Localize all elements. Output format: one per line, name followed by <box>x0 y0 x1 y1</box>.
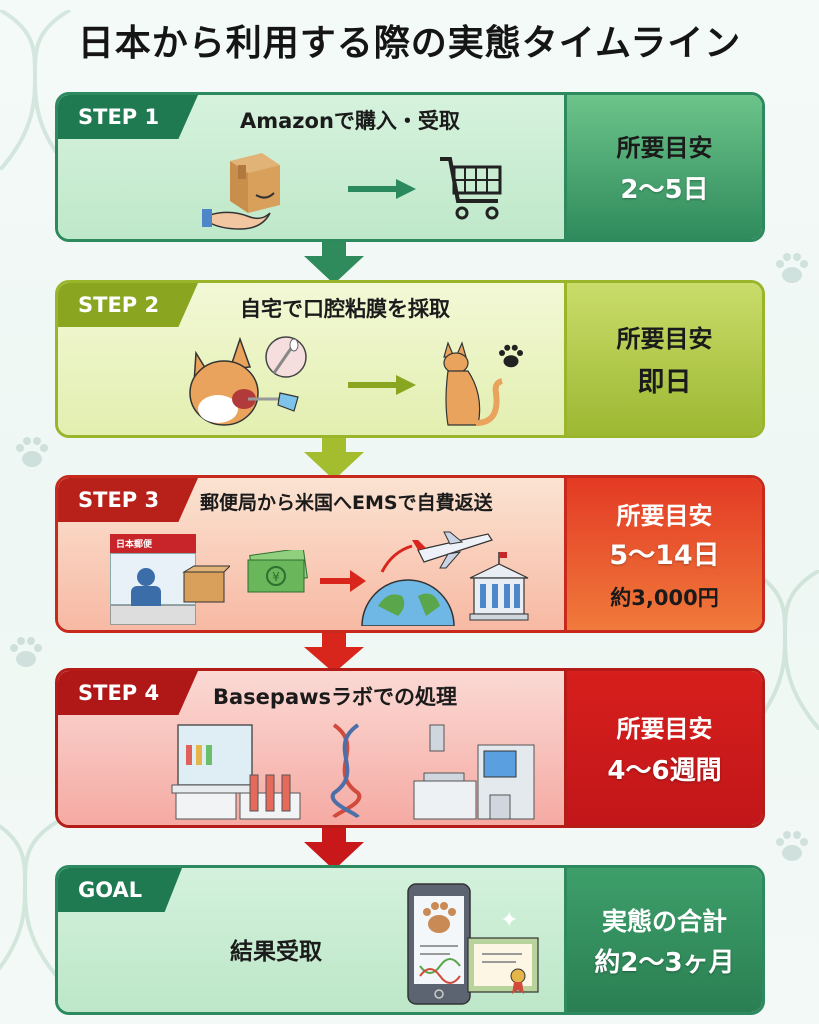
step-badge: STEP 2 <box>58 283 198 327</box>
dna-decoration-icon <box>0 10 72 170</box>
step-badge: STEP 4 <box>58 671 198 715</box>
paw-decoration-icon <box>10 637 42 667</box>
cost-value: 約3,000円 <box>610 586 719 610</box>
step-title: 結果受取 <box>230 939 322 965</box>
total-value: 約2〜3ヶ月 <box>594 947 735 978</box>
duration-label: 所要目安 <box>616 134 713 162</box>
down-arrow-icon <box>304 240 364 284</box>
svg-text:¥: ¥ <box>272 570 280 584</box>
sitting-cat-icon <box>443 341 503 426</box>
dna-decoration-icon <box>748 570 819 730</box>
government-building-icon <box>469 552 529 621</box>
lab-bench-test-tubes-icon <box>171 724 301 820</box>
post-office-counter-icon: 日本郵便 <box>110 534 196 625</box>
cat-swab-icon <box>189 336 307 426</box>
duration-panel: 所要目安 4〜6週間 <box>564 671 762 825</box>
down-arrow-icon <box>304 436 364 480</box>
goal-card: GOAL 結果受取 ✦ 実態の合計 約2〜3ヶ月 <box>55 865 765 1015</box>
arrow-right-icon <box>348 179 416 199</box>
shopping-cart-icon <box>440 157 502 220</box>
paw-decoration-icon <box>776 253 808 283</box>
certificate-icon <box>467 937 539 994</box>
package-icon <box>182 565 230 603</box>
total-duration-panel: 実態の合計 約2〜3ヶ月 <box>564 868 762 1012</box>
step-title: 自宅で口腔粘膜を採取 <box>240 297 450 321</box>
sequencer-machine-icon <box>413 724 535 820</box>
paw-decoration-icon <box>16 437 48 467</box>
duration-panel: 所要目安 即日 <box>564 283 762 435</box>
step-1-card: STEP 1 Amazonで購入・受取 所要目安 2〜5日 <box>55 92 765 242</box>
globe-airplane-icon <box>361 531 493 626</box>
down-arrow-icon <box>304 631 364 673</box>
duration-panel: 所要目安 5〜14日 約3,000円 <box>564 478 762 630</box>
arrow-right-icon <box>320 570 366 592</box>
dna-decoration-icon <box>0 820 62 980</box>
down-arrow-icon <box>304 826 364 870</box>
package-in-hand-icon <box>202 153 280 230</box>
duration-value: 2〜5日 <box>620 175 709 205</box>
page-title: 日本から利用する際の実態タイムライン <box>77 23 742 64</box>
total-label: 実態の合計 <box>601 906 727 936</box>
duration-value: 4〜6週間 <box>607 756 722 786</box>
paw-icon <box>499 344 523 368</box>
duration-label: 所要目安 <box>616 502 713 530</box>
duration-value: 5〜14日 <box>609 540 720 571</box>
step-2-card: STEP 2 自宅で口腔粘膜を採取 所要目安 即日 <box>55 280 765 438</box>
step-title: 郵便局から米国へEMSで自費返送 <box>200 492 493 514</box>
duration-value: 即日 <box>637 367 692 398</box>
step-4-card: STEP 4 Basepawsラボでの処理 所要目安 4〜6週間 <box>55 668 765 828</box>
duration-label: 所要目安 <box>616 325 713 353</box>
post-office-sign: 日本郵便 <box>110 534 196 553</box>
step-badge: STEP 1 <box>58 95 198 139</box>
paw-decoration-icon <box>776 831 808 861</box>
step-title: Amazonで購入・受取 <box>240 109 460 133</box>
duration-label: 所要目安 <box>616 715 713 743</box>
step-badge: STEP 3 <box>58 478 198 522</box>
smartphone-result-icon <box>407 883 471 1005</box>
arrow-right-icon <box>348 375 416 395</box>
step-3-card: STEP 3 郵便局から米国へEMSで自費返送 日本郵便 ¥ <box>55 475 765 633</box>
dna-helix-icon <box>330 723 362 819</box>
step-badge: GOAL <box>58 868 182 912</box>
yen-bill-icon: ¥ <box>247 550 308 593</box>
duration-panel: 所要目安 2〜5日 <box>564 95 762 239</box>
step-title: Basepawsラボでの処理 <box>213 685 458 709</box>
sparkle-icon: ✦ <box>500 908 519 933</box>
